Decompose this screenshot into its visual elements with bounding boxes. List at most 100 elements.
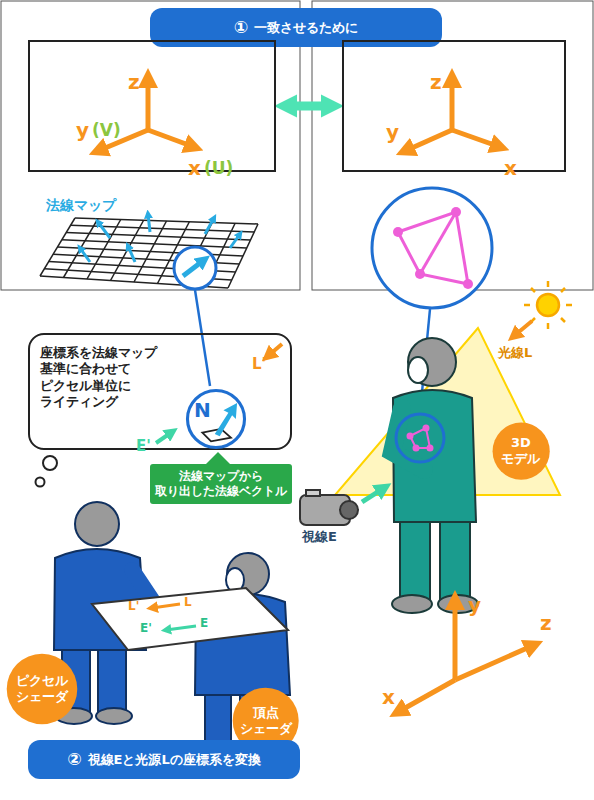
normal-circle-ring bbox=[187, 390, 244, 447]
xyz-axes-part bbox=[405, 130, 452, 151]
camera-icon-part bbox=[306, 490, 320, 496]
callout-pointer bbox=[206, 452, 230, 464]
normal-arrows-part bbox=[230, 234, 240, 248]
view-arrow bbox=[156, 432, 172, 443]
leader-line bbox=[195, 290, 210, 386]
mesh-vertex-part bbox=[451, 207, 461, 217]
shader-badge: ピクセル シェーダ bbox=[6, 653, 78, 725]
camera-icon-part bbox=[340, 501, 358, 519]
view-label: 視線E bbox=[302, 530, 337, 544]
worker-figure-part bbox=[98, 645, 126, 713]
normal-arrows-part bbox=[98, 222, 110, 238]
node-text: 3D モデル bbox=[499, 435, 543, 468]
node-text: 一致させるために bbox=[254, 20, 358, 36]
paper-label: L' bbox=[128, 600, 139, 613]
sun-icon-part bbox=[566, 304, 572, 307]
axis-text: (V) bbox=[92, 120, 121, 141]
paper-arrow bbox=[166, 626, 196, 630]
paper-label: L bbox=[184, 596, 192, 609]
normal-arrows-part bbox=[128, 246, 135, 262]
paper-arrow bbox=[152, 604, 180, 608]
sun-icon-part bbox=[531, 288, 535, 292]
polygon-mesh-part bbox=[420, 212, 456, 274]
callout-box: 法線マップから 取り出した法線ベクトル bbox=[150, 464, 292, 504]
model-axes-part bbox=[455, 645, 534, 680]
paper-sheet bbox=[92, 588, 288, 650]
model-axes-part bbox=[453, 600, 458, 680]
model-figure-part bbox=[408, 338, 456, 386]
model-badge: 3D モデル bbox=[492, 422, 550, 480]
sun-icon-part bbox=[561, 318, 565, 322]
normal-circle: N bbox=[185, 388, 247, 450]
sun-icon-part bbox=[524, 304, 530, 307]
arm-mesh bbox=[408, 426, 433, 451]
mesh-vertex bbox=[393, 207, 473, 289]
model-axes bbox=[398, 600, 534, 712]
light-vector-label: L' bbox=[252, 356, 266, 373]
arm-mesh-part bbox=[424, 426, 429, 431]
axis-text: y bbox=[76, 118, 89, 143]
thought-bubble: 座標系を法線マップ 基準に合わせて ピクセル単位に ライティング N bbox=[28, 333, 292, 450]
axis-label: y bbox=[468, 594, 481, 616]
worker-figure-part bbox=[75, 502, 119, 546]
mesh-vertex-part bbox=[415, 269, 425, 279]
normal-arrows-part bbox=[148, 214, 150, 232]
axis-text: x bbox=[188, 156, 201, 181]
node-text: 法線マップから 取り出した法線ベクトル bbox=[154, 469, 288, 499]
axis-text: z bbox=[430, 70, 442, 95]
model-axes-part bbox=[398, 680, 455, 712]
surface-plane bbox=[202, 429, 231, 441]
paper-label: E' bbox=[140, 622, 152, 635]
xyz-axes-part bbox=[452, 130, 500, 147]
node-text: ① bbox=[234, 17, 248, 38]
map-label: 法線マップ bbox=[46, 198, 116, 213]
node-text: 頂点 シェーダ bbox=[238, 705, 294, 738]
uv-axes bbox=[98, 78, 194, 151]
model-figure-part bbox=[393, 390, 476, 522]
uv-axis-box: zy(V)x(U) bbox=[28, 40, 276, 172]
view-vector-label: E' bbox=[136, 438, 151, 455]
sun-icon-part bbox=[537, 294, 559, 316]
xyz-axes bbox=[405, 78, 500, 151]
badge-circle bbox=[7, 654, 78, 725]
light-label: 光線L bbox=[498, 346, 532, 360]
axis-text: (U) bbox=[204, 158, 233, 179]
worker-figure-part bbox=[205, 690, 231, 742]
zoom-circle bbox=[174, 247, 216, 289]
model-figure-part bbox=[408, 357, 428, 383]
arm-mesh-part bbox=[428, 446, 433, 451]
normal-arrows-part bbox=[80, 248, 90, 262]
zoom-circle bbox=[372, 188, 492, 308]
badge-circle bbox=[492, 422, 549, 479]
arm-mesh-part bbox=[414, 446, 419, 451]
uv-axes-part bbox=[148, 130, 194, 147]
model-figure-part bbox=[440, 515, 470, 600]
sun-icon-part bbox=[547, 323, 550, 329]
model-figure bbox=[392, 338, 478, 613]
xyz-axes-part bbox=[450, 78, 455, 130]
view-arrow bbox=[362, 488, 384, 502]
step-pill: ② 視線Eと光源Lの座標系を変換 bbox=[28, 740, 300, 779]
node-text: ② bbox=[67, 749, 81, 770]
node-text: ピクセル シェーダ bbox=[14, 673, 70, 706]
grid-line bbox=[228, 224, 258, 288]
normal-arrows bbox=[80, 214, 240, 262]
model-figure-part bbox=[400, 515, 430, 600]
axis-text: y bbox=[386, 120, 399, 145]
worker-figure-part bbox=[96, 708, 132, 724]
thought-dot bbox=[43, 456, 57, 470]
node-text: 座標系を法線マップ 基準に合わせて ピクセル単位に ライティング bbox=[40, 345, 170, 410]
axis-label: z bbox=[540, 612, 552, 634]
camera-icon bbox=[300, 490, 358, 525]
axis-text: x bbox=[504, 156, 517, 181]
sun-icon-part bbox=[561, 288, 565, 292]
zoom-normal bbox=[183, 260, 204, 276]
arm-zoom-circle bbox=[396, 414, 444, 462]
double-arrow bbox=[288, 102, 330, 111]
polygon-mesh bbox=[398, 212, 468, 284]
axis-label: x bbox=[382, 686, 395, 708]
light-arrow bbox=[268, 344, 282, 356]
node-text: 視線Eと光源Lの座標系を変換 bbox=[88, 752, 261, 768]
axis-text: N bbox=[194, 398, 211, 423]
